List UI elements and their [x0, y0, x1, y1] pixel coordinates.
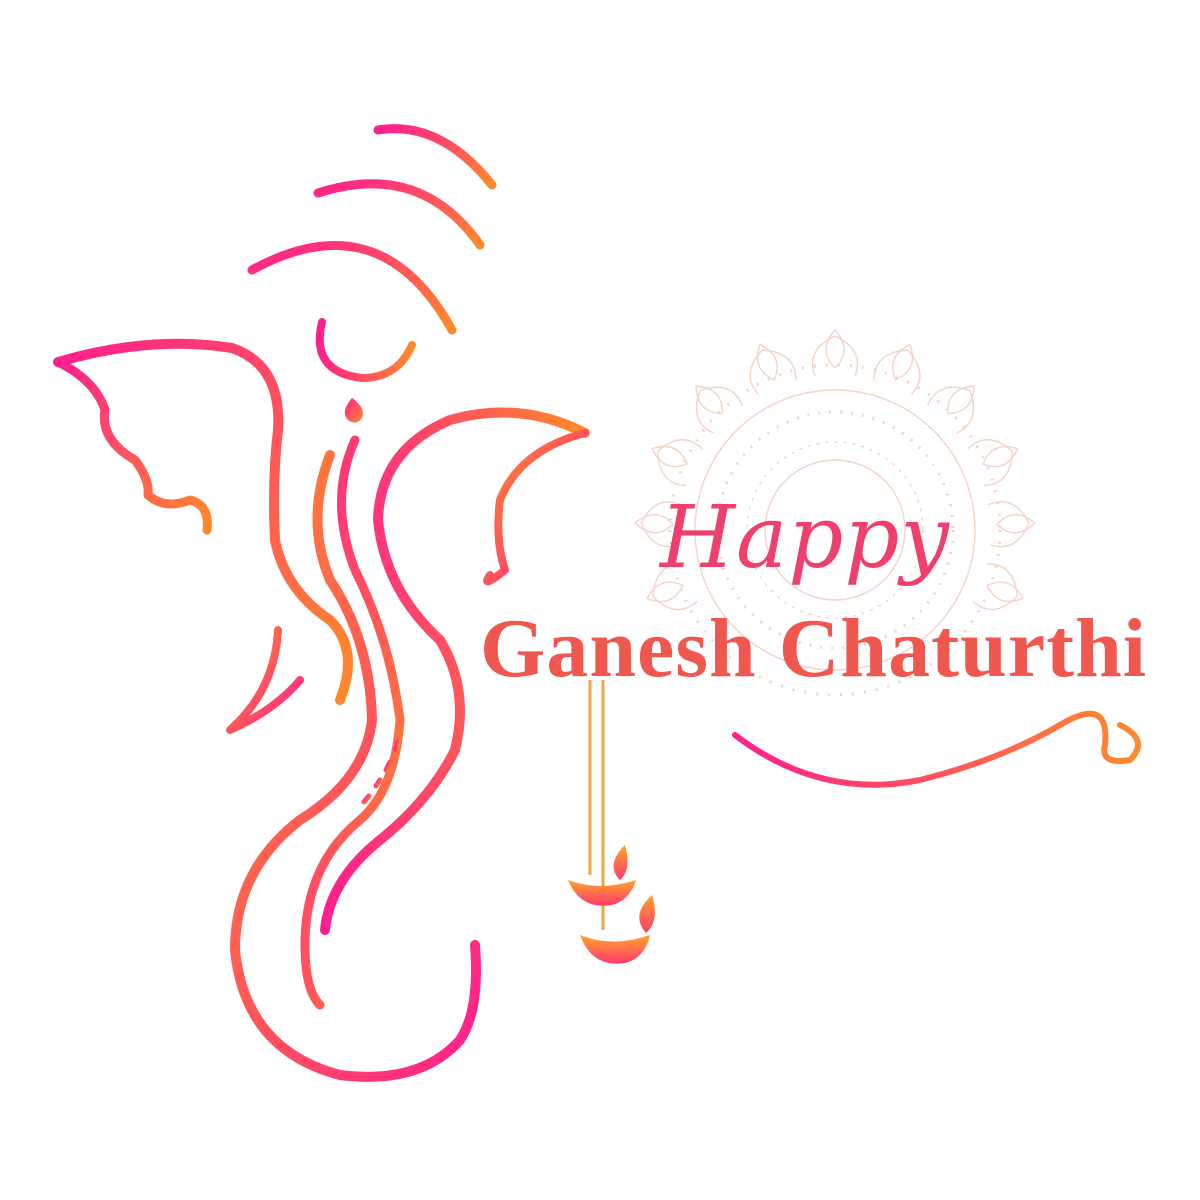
left-ear — [53, 338, 353, 705]
flame-icon — [639, 895, 655, 933]
trunk-outer — [230, 450, 481, 1082]
crown-arc-top — [373, 124, 497, 190]
crown-arc-middle — [313, 179, 485, 250]
trunk-inner — [300, 435, 405, 1010]
diya-icon — [580, 935, 650, 964]
ear-lower-curve — [226, 626, 304, 734]
head-right-inner — [483, 429, 589, 586]
greeting-title: Ganesh Chaturthi — [480, 602, 1148, 695]
closed-eye — [315, 318, 416, 382]
tilak-icon — [344, 398, 363, 423]
head-right — [320, 407, 590, 935]
decorative-swirl — [732, 710, 1141, 788]
crown-arc-bottom — [247, 241, 457, 335]
hanging-diya-lamps — [568, 845, 655, 964]
ear-edge — [53, 357, 212, 535]
mandala-ornament — [633, 328, 1037, 697]
greeting-happy: Happy — [660, 488, 950, 588]
flame-icon — [613, 845, 628, 880]
trunk-dashes — [361, 739, 401, 805]
diya-icon — [568, 880, 636, 906]
